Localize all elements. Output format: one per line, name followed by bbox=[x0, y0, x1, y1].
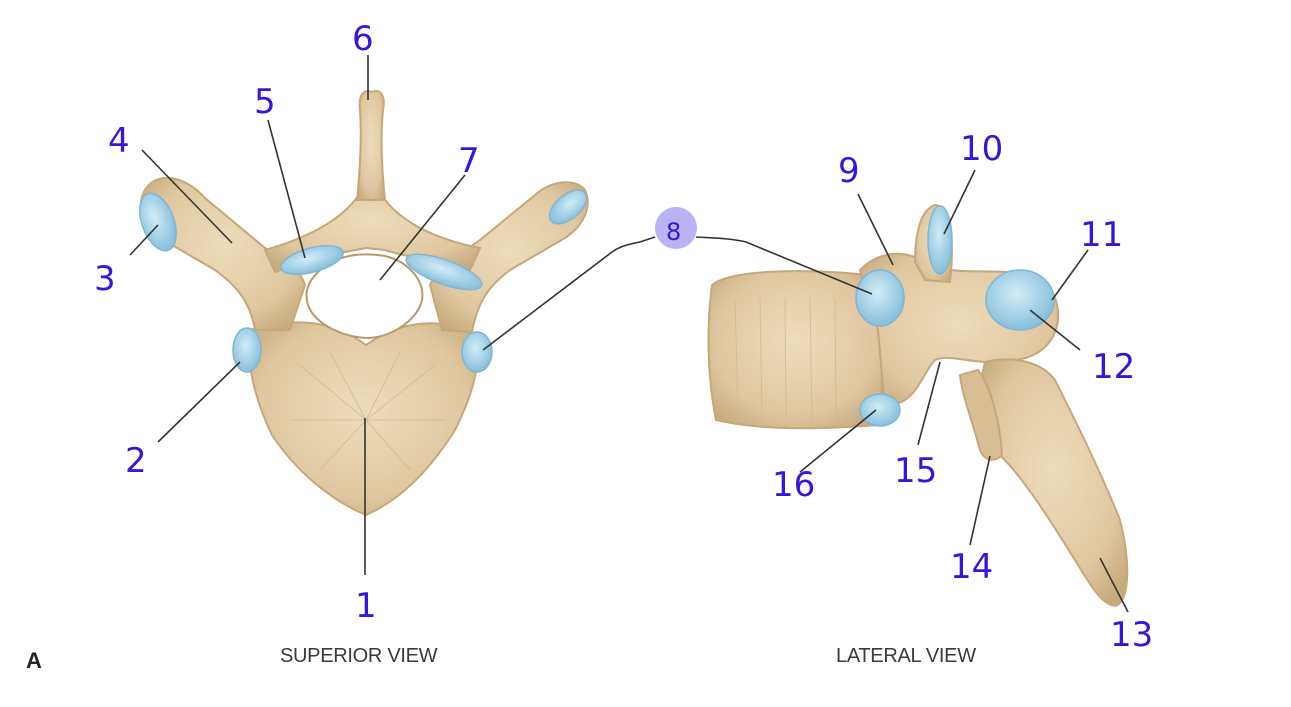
lateral-inferior-costal-facet bbox=[859, 393, 901, 427]
inferior-articular-process bbox=[958, 368, 1004, 461]
label-3: 3 bbox=[94, 259, 116, 299]
number-labels: 1 2 3 4 5 6 7 8 9 10 11 12 13 14 15 16 bbox=[94, 19, 1153, 655]
lateral-view-vertebra bbox=[707, 203, 1129, 607]
leader-lines bbox=[129, 55, 1129, 613]
vertebral-foramen bbox=[305, 253, 424, 340]
label-8-highlight bbox=[655, 207, 697, 249]
superior-articular-facet-right bbox=[405, 253, 483, 291]
body-texture bbox=[290, 351, 445, 471]
vertebral-body bbox=[247, 321, 478, 517]
label-8: 8 bbox=[666, 218, 681, 246]
spinous-process bbox=[355, 90, 387, 201]
label-9: 9 bbox=[838, 151, 860, 191]
superior-view-vertebra bbox=[139, 90, 589, 517]
label-5: 5 bbox=[254, 82, 276, 122]
label-11: 11 bbox=[1080, 215, 1123, 255]
caption-superior-view: SUPERIOR VIEW bbox=[280, 645, 438, 667]
facet-transverse-right bbox=[548, 189, 588, 225]
right-transverse-process bbox=[428, 181, 589, 334]
label-15: 15 bbox=[894, 451, 937, 491]
label-12: 12 bbox=[1092, 347, 1135, 387]
label-14: 14 bbox=[950, 547, 993, 587]
label-1: 1 bbox=[355, 586, 377, 626]
lateral-superior-articular-facet bbox=[927, 205, 953, 275]
facet-transverse-left bbox=[139, 192, 177, 252]
caption-lateral-view: LATERAL VIEW bbox=[836, 645, 976, 667]
panel-letter: A bbox=[26, 648, 42, 673]
label-2: 2 bbox=[125, 441, 147, 481]
label-6: 6 bbox=[352, 19, 374, 59]
superior-articular-facet-left bbox=[280, 245, 344, 275]
label-4: 4 bbox=[108, 121, 130, 161]
label-10: 10 bbox=[960, 129, 1003, 169]
label-16: 16 bbox=[772, 465, 815, 505]
label-7: 7 bbox=[458, 141, 480, 181]
costal-facet-right bbox=[461, 331, 493, 373]
lateral-body-texture bbox=[734, 297, 837, 421]
lateral-superior-costal-facet bbox=[855, 269, 905, 327]
label-13: 13 bbox=[1110, 615, 1153, 655]
costal-facet-left bbox=[232, 327, 262, 373]
